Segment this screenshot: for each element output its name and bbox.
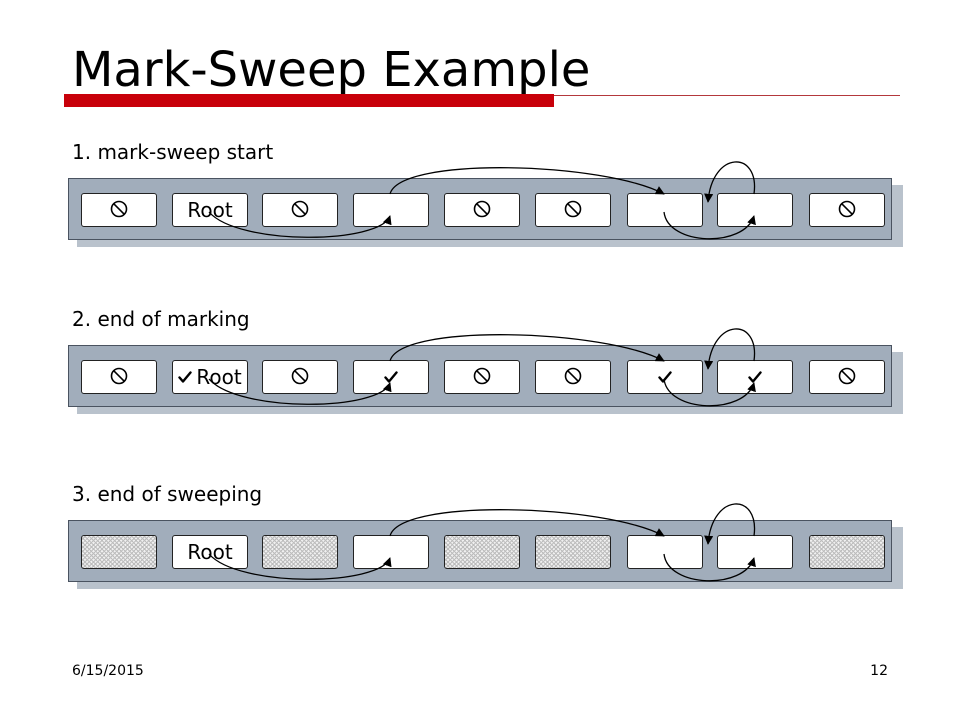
heap-cell	[627, 535, 703, 569]
heap-cell	[262, 193, 338, 227]
heap-cell	[717, 535, 793, 569]
prohibited-icon	[473, 200, 491, 221]
prohibited-icon	[291, 200, 309, 221]
heap-cell	[353, 193, 429, 227]
heap-cell	[444, 193, 520, 227]
prohibited-icon	[564, 367, 582, 388]
prohibited-icon	[473, 367, 491, 388]
prohibited-icon	[110, 367, 128, 388]
title-underline	[554, 95, 900, 96]
footer-date: 6/15/2015	[72, 663, 144, 679]
checkmark-icon	[748, 367, 762, 387]
heap-cell	[535, 360, 611, 394]
stage-label: 1. mark-sweep start	[72, 140, 274, 164]
heap-cell	[627, 360, 703, 394]
slide-title: Mark-Sweep Example	[72, 42, 591, 98]
stage-label: 2. end of marking	[72, 307, 250, 331]
root-label: Root	[196, 365, 242, 389]
heap-cell	[81, 360, 157, 394]
heap-cell: Root	[172, 193, 248, 227]
heap-cell	[627, 193, 703, 227]
heap-cell	[353, 360, 429, 394]
heap-cell	[535, 193, 611, 227]
page-number: 12	[870, 663, 888, 679]
checkmark-icon	[658, 367, 672, 387]
heap-cell	[81, 193, 157, 227]
heap-cell: Root	[172, 535, 248, 569]
freed-cell	[81, 535, 157, 569]
heap-cell	[809, 360, 885, 394]
root-label: Root	[187, 198, 233, 222]
heap-cell	[353, 535, 429, 569]
stage-label: 3. end of sweeping	[72, 482, 263, 506]
prohibited-icon	[564, 200, 582, 221]
heap-row: Root	[68, 178, 892, 240]
freed-cell	[444, 535, 520, 569]
title-accent-bar	[64, 94, 554, 107]
prohibited-icon	[110, 200, 128, 221]
freed-cell	[535, 535, 611, 569]
prohibited-icon	[838, 367, 856, 388]
freed-cell	[809, 535, 885, 569]
heap-cell	[262, 360, 338, 394]
prohibited-icon	[291, 367, 309, 388]
prohibited-icon	[838, 200, 856, 221]
root-label: Root	[187, 540, 233, 564]
heap-cell	[809, 193, 885, 227]
checkmark-icon	[384, 367, 398, 387]
heap-cell: Root	[172, 360, 248, 394]
checkmark-icon	[178, 367, 193, 387]
heap-cell	[717, 193, 793, 227]
freed-cell	[262, 535, 338, 569]
heap-cell	[717, 360, 793, 394]
heap-row: Root	[68, 345, 892, 407]
heap-row: Root	[68, 520, 892, 582]
heap-cell	[444, 360, 520, 394]
